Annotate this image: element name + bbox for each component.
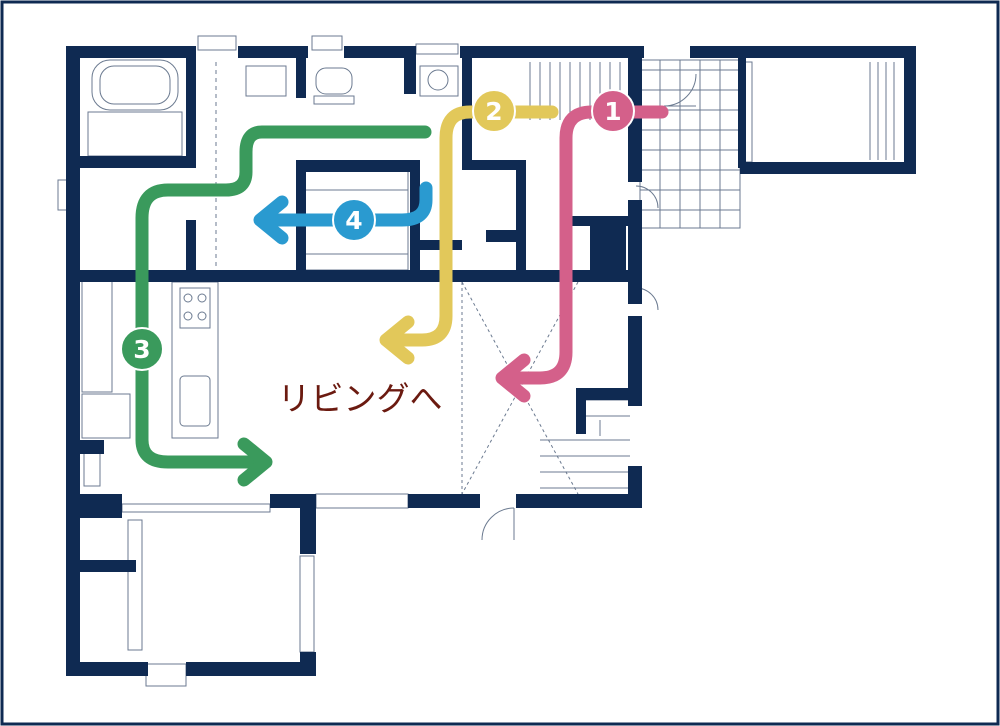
route-badge-1: 1	[591, 89, 635, 133]
living-caption: リビングへ	[278, 379, 443, 418]
route-number-4: 4	[345, 206, 362, 235]
route-4-arrow	[253, 181, 433, 245]
route-number-3: 3	[133, 335, 150, 364]
plan-walls	[66, 46, 916, 676]
route-3-arrow	[135, 125, 432, 487]
route-badge-4: 4	[332, 198, 376, 242]
route-1-arrow	[495, 105, 669, 403]
route-2-arrow	[379, 105, 559, 365]
route-number-1: 1	[604, 97, 621, 126]
route-badge-3: 3	[120, 327, 164, 371]
route-badge-2: 2	[472, 89, 516, 133]
route-number-2: 2	[485, 97, 502, 126]
